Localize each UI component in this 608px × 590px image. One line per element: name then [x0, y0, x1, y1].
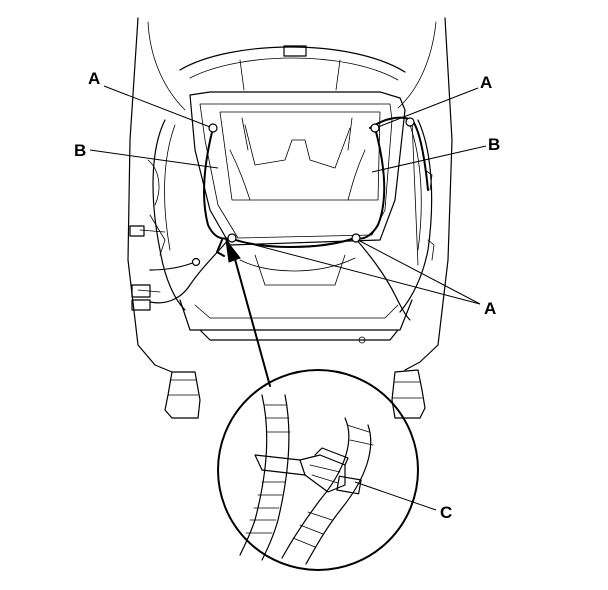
seat-back-frame: [127, 17, 453, 419]
label-c: C: [440, 503, 452, 522]
leader-b-left: [89, 149, 219, 169]
leader-lines: [89, 85, 487, 511]
detail-arrow: [216, 238, 271, 387]
label-a-upper-left: A: [88, 69, 100, 88]
leader-c: [354, 481, 437, 511]
leader-b-right: [371, 145, 487, 173]
clip-points: [191, 117, 415, 267]
label-a-upper-right: A: [480, 73, 492, 92]
label-b-left: B: [74, 141, 86, 160]
leader-a-upper-right: [377, 87, 479, 128]
clip-a-lower-left: [227, 233, 237, 243]
label-b-right: B: [488, 135, 500, 154]
callout-labels: A A B B A C: [74, 69, 500, 522]
detail-circle: [217, 369, 419, 571]
clip-a-lower-left-2: [191, 257, 201, 267]
clip-a-upper-left: [208, 123, 218, 133]
leader-a-lower-right-2: [357, 239, 481, 305]
clip-a-upper-right: [370, 123, 380, 133]
leader-a-upper-left: [103, 85, 211, 128]
leader-a-lower-right-1: [235, 239, 481, 305]
detail-circle-border: [217, 369, 419, 571]
detail-arrow-head: [225, 238, 241, 263]
clip-a-upper-right-2: [405, 117, 415, 127]
label-a-lower-right: A: [484, 299, 496, 318]
